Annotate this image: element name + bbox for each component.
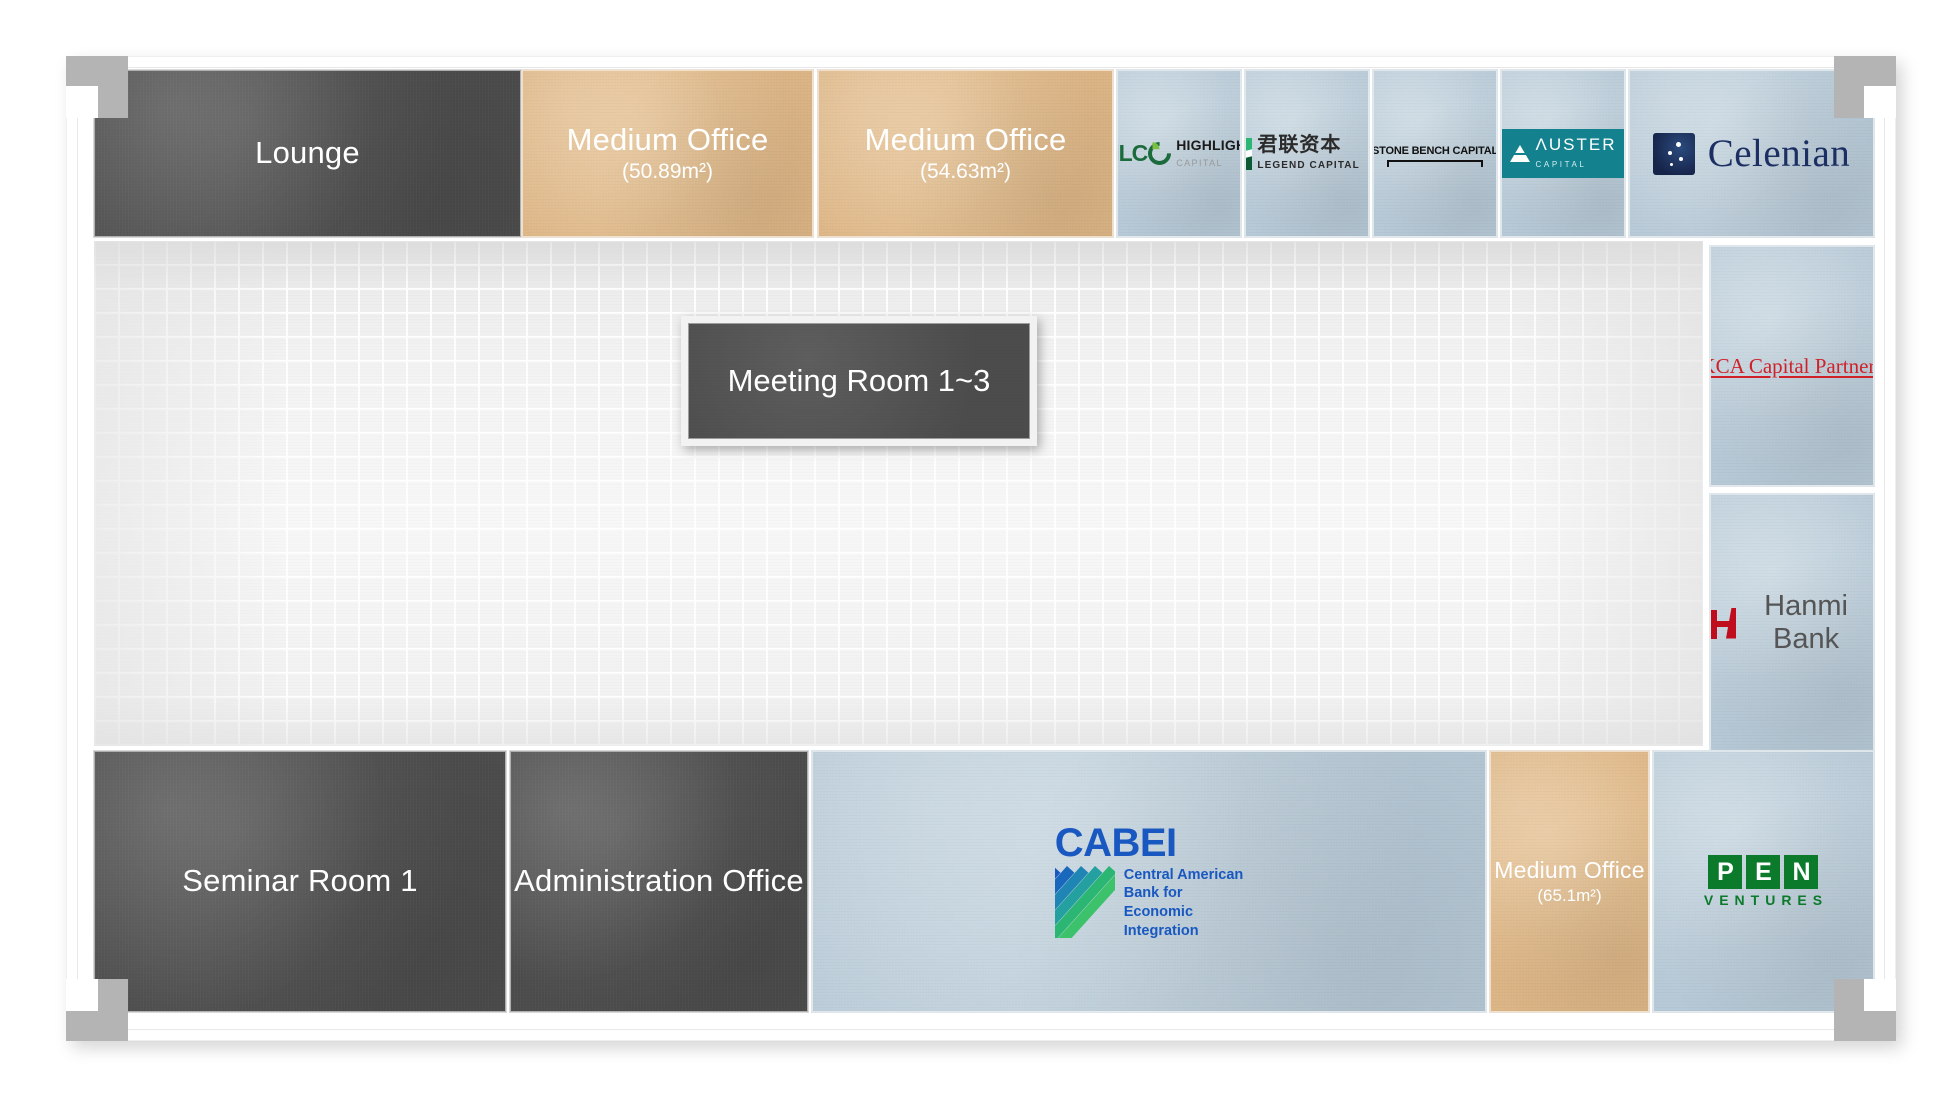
meeting-room-label: Meeting Room 1~3 xyxy=(727,363,991,398)
corner-cut-bottom-left xyxy=(66,979,98,1011)
cabei-line2: Bank for xyxy=(1123,885,1183,902)
tenant-celenian[interactable]: Celenian xyxy=(1629,70,1874,237)
legend-capital-wordmark: 君联资本 LEGEND CAPITAL xyxy=(1257,134,1368,173)
room-lounge[interactable]: Lounge xyxy=(94,70,521,237)
celenian-constellation-icon xyxy=(1652,132,1695,175)
cabei-acronym: CABEI xyxy=(1054,820,1177,865)
meeting-room-box: Meeting Room 1~3 xyxy=(688,323,1030,439)
auster-wordmark: ΛUSTER CAPITAL xyxy=(1535,134,1617,172)
tenant-legend-capital[interactable]: 君联资本 LEGEND CAPITAL xyxy=(1245,70,1369,237)
cabei-line4: Integration xyxy=(1123,922,1199,939)
cabei-line1: Central American xyxy=(1123,866,1244,883)
administration-office-label: Administration Office xyxy=(514,863,804,899)
room-lounge-label: Lounge xyxy=(255,135,360,171)
pen-ventures-subtitle: VENTURES xyxy=(1703,892,1829,908)
room-medium-office-1[interactable]: Medium Office (50.89m²) xyxy=(522,70,813,237)
legend-capital-logo: 君联资本 LEGEND CAPITAL xyxy=(1246,134,1368,173)
cabei-logo-body: Central American Bank for Economic Integ… xyxy=(1054,865,1244,940)
medium-office-2-label: Medium Office xyxy=(864,121,1067,157)
corner-cut-bottom-right xyxy=(1864,979,1896,1011)
pen-letter-e: E xyxy=(1746,855,1781,889)
highlight-capital-line1: HIGHLIGHT xyxy=(1176,136,1240,153)
stone-bench-wordmark: STONE BENCH CAPITAL xyxy=(1373,145,1497,157)
corridor xyxy=(94,241,1703,746)
seminar-room-label: Seminar Room 1 xyxy=(182,863,418,899)
kca-wordmark: KCA Capital Partners xyxy=(1711,353,1873,378)
hlc-letters: HLC xyxy=(1118,140,1148,166)
auster-capital-logo: ΛUSTER CAPITAL xyxy=(1502,128,1624,179)
room-medium-office-2[interactable]: Medium Office (54.63m²) xyxy=(818,70,1113,237)
hlc-arc-icon xyxy=(1143,137,1177,170)
medium-office-2-area: (54.63m²) xyxy=(919,160,1012,184)
stone-bench-bench-icon xyxy=(1387,160,1483,167)
tenant-cabei[interactable]: CABEI Central American Bank for Economic… xyxy=(812,751,1486,1012)
auster-triangle-icon xyxy=(1509,145,1530,162)
medium-office-3-label: Medium Office xyxy=(1494,856,1645,883)
highlight-capital-wordmark: HIGHLIGHT CAPITAL xyxy=(1176,136,1240,170)
pen-letter-p: P xyxy=(1708,855,1743,889)
cabei-line3: Economic xyxy=(1123,904,1194,920)
highlight-capital-line2: CAPITAL xyxy=(1176,157,1223,168)
tenant-stone-bench-capital[interactable]: STONE BENCH CAPITAL xyxy=(1373,70,1497,237)
medium-office-1-area: (50.89m²) xyxy=(621,160,714,184)
room-meeting-1-3[interactable]: Meeting Room 1~3 xyxy=(681,316,1037,446)
room-medium-office-3[interactable]: Medium Office (65.1m²) xyxy=(1490,751,1649,1012)
medium-office-3-area: (65.1m²) xyxy=(1537,886,1602,906)
tenant-highlight-capital[interactable]: HLC HIGHLIGHT CAPITAL xyxy=(1117,70,1241,237)
hanmi-bank-logo: Hanmi Bank xyxy=(1711,590,1873,656)
celenian-wordmark: Celenian xyxy=(1707,132,1851,175)
legend-capital-english: LEGEND CAPITAL xyxy=(1257,160,1360,171)
auster-line2: CAPITAL xyxy=(1535,159,1587,169)
legend-capital-mark-icon xyxy=(1246,137,1253,170)
medium-office-1-label: Medium Office xyxy=(566,121,769,157)
legend-capital-chinese: 君联资本 xyxy=(1257,132,1342,157)
highlight-capital-logo: HLC HIGHLIGHT CAPITAL xyxy=(1118,136,1240,170)
celenian-logo: Celenian xyxy=(1652,131,1851,176)
hanmi-h-icon xyxy=(1711,607,1736,639)
corner-cut-top-left xyxy=(66,86,98,118)
cabei-logo: CABEI Central American Bank for Economic… xyxy=(1054,820,1244,940)
tenant-hanmi-bank[interactable]: Hanmi Bank xyxy=(1710,494,1874,752)
hlc-monogram: HLC xyxy=(1118,137,1177,170)
pen-letter-n: N xyxy=(1784,855,1819,889)
corner-cut-top-right xyxy=(1864,86,1896,118)
pen-ventures-logo: P E N VENTURES xyxy=(1699,855,1828,908)
room-administration-office[interactable]: Administration Office xyxy=(510,751,808,1012)
tenant-pen-ventures[interactable]: P E N VENTURES xyxy=(1653,751,1874,1012)
tenant-auster-capital[interactable]: ΛUSTER CAPITAL xyxy=(1501,70,1625,237)
hanmi-wordmark: Hanmi Bank xyxy=(1764,590,1848,655)
room-seminar-room-1[interactable]: Seminar Room 1 xyxy=(94,751,506,1012)
cabei-full-name: Central American Bank for Economic Integ… xyxy=(1124,866,1244,940)
pen-letter-boxes: P E N xyxy=(1708,855,1819,889)
kca-logo: KCA Capital Partners xyxy=(1711,353,1873,379)
stone-bench-logo: STONE BENCH CAPITAL xyxy=(1373,145,1497,167)
cabei-fan-icon xyxy=(1054,865,1115,938)
auster-line1: ΛUSTER xyxy=(1535,134,1617,154)
tenant-kca-capital-partners[interactable]: KCA Capital Partners xyxy=(1710,246,1874,486)
